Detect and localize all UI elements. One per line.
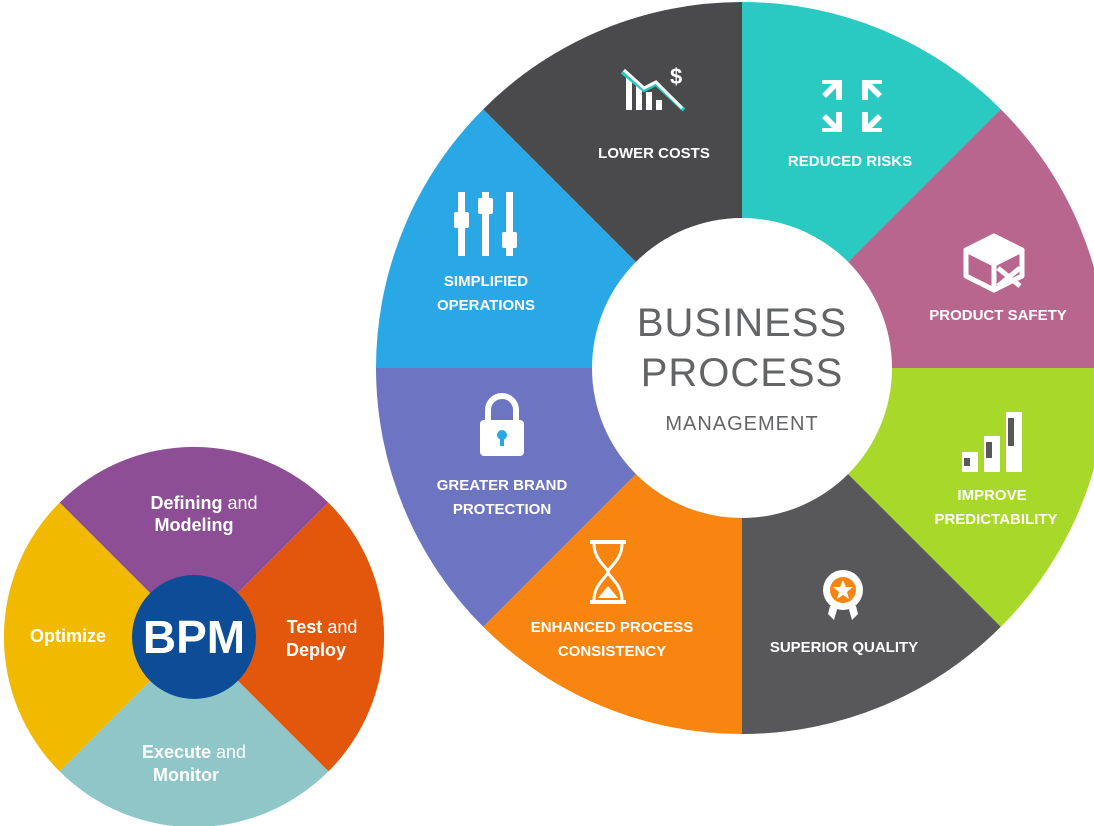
step-optimize: Optimize <box>30 626 106 646</box>
segment-label-superior-quality: SUPERIOR QUALITY <box>770 639 918 656</box>
chart-down-dollar-icon: $ <box>620 64 686 112</box>
step-modeling: Modeling <box>155 515 234 535</box>
center-title-line2: PROCESS <box>641 351 844 395</box>
segment-label-operations: OPERATIONS <box>437 297 535 314</box>
segment-label-simplified: SIMPLIFIED <box>444 273 528 290</box>
cycle-segment-2 <box>59 637 329 826</box>
bpm-core-label: BPM <box>143 611 245 663</box>
segment-label-consistency: CONSISTENCY <box>558 643 666 660</box>
segment-label-product-safety: PRODUCT SAFETY <box>929 307 1067 324</box>
business-process-wheel: BUSINESS PROCESS MANAGEMENT $ <box>376 2 1094 734</box>
cycle-segment-3 <box>3 502 195 772</box>
step-execute-line1: Execute and <box>142 742 246 762</box>
segment-label-lower-costs: LOWER COSTS <box>598 145 710 162</box>
segment-label-greater-brand: GREATER BRAND <box>437 477 568 494</box>
bar-levels-icon <box>962 412 1022 472</box>
cycle-segments <box>3 446 385 826</box>
bpm-core-circle <box>132 575 256 699</box>
cycle-segment-0 <box>59 446 329 637</box>
package-box-icon <box>963 233 1025 293</box>
step-defining-line1: Defining and <box>150 493 257 513</box>
step-deploy: Deploy <box>286 640 346 660</box>
award-badge-icon <box>823 570 863 620</box>
step-monitor: Monitor <box>153 765 219 785</box>
center-title-line1: BUSINESS <box>637 301 847 345</box>
step-test-line1: Test and <box>287 617 358 637</box>
compress-arrows-icon <box>822 80 882 132</box>
center-title-line3: MANAGEMENT <box>665 413 818 435</box>
padlock-icon <box>480 393 524 456</box>
wheel-center-circle <box>592 218 892 518</box>
cycle-segment-1 <box>194 502 385 772</box>
segment-label-predictability: PREDICTABILITY <box>934 511 1057 528</box>
segment-label-improve: IMPROVE <box>957 487 1026 504</box>
sliders-icon <box>454 192 517 256</box>
svg-text:$: $ <box>670 64 682 89</box>
bpm-cycle-wheel: BPM Defining and Modeling Test and Deplo… <box>3 446 385 826</box>
hourglass-icon <box>590 540 626 604</box>
segment-label-enhanced-process: ENHANCED PROCESS <box>531 619 694 636</box>
segment-label-protection: PROTECTION <box>453 501 551 518</box>
segment-label-reduced-risks: REDUCED RISKS <box>788 153 912 170</box>
